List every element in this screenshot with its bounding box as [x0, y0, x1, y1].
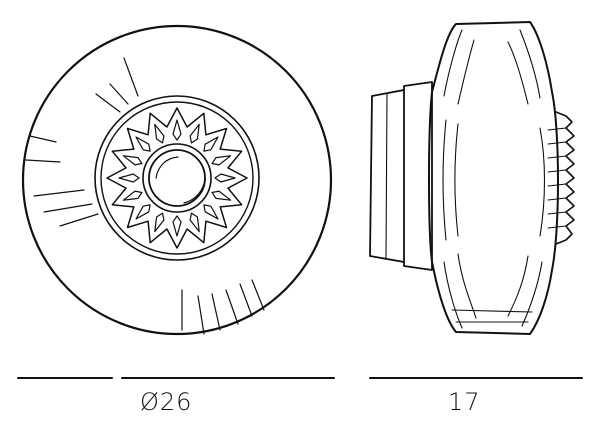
side-back-plate [369, 89, 405, 263]
center-boss-ring [142, 143, 212, 213]
front-view [21, 24, 333, 336]
rosette-petal [122, 155, 143, 166]
side-body-facets [442, 29, 546, 329]
diameter-dimension-label: Ø26 [140, 388, 193, 416]
rosette-petal [135, 204, 151, 220]
side-back-plate-edge [385, 93, 388, 259]
rosette-petal [118, 173, 140, 183]
rosette-petal [172, 215, 182, 237]
rosette-petal [211, 155, 232, 166]
side-body [428, 21, 559, 335]
side-view [369, 21, 575, 335]
hub-ring-outer [94, 95, 260, 261]
rosette-petal [211, 190, 232, 201]
rosette-serration [106, 107, 248, 249]
rosette-petal [135, 136, 151, 152]
boss-highlight [155, 156, 179, 179]
rosette-petal [189, 123, 200, 144]
rosette-petal [189, 212, 200, 233]
rosette-petal [214, 173, 236, 183]
rosette-petal [122, 190, 143, 201]
rim-hatching [25, 57, 265, 335]
boss-shadow [183, 177, 206, 204]
rosette-petals [118, 119, 236, 237]
rosette-petal [154, 123, 165, 144]
depth-dimension-label: 17 [448, 388, 481, 416]
side-crown-ridges [547, 127, 567, 229]
side-crown [555, 111, 575, 245]
side-collar [403, 81, 433, 271]
rosette-petal [172, 119, 182, 141]
rosette-petal [203, 136, 219, 152]
front-outer-rim [21, 24, 333, 336]
center-boss [148, 149, 206, 207]
rosette-petal [154, 212, 165, 233]
hub-ring-inner [100, 101, 254, 255]
rosette-petal [203, 204, 219, 220]
